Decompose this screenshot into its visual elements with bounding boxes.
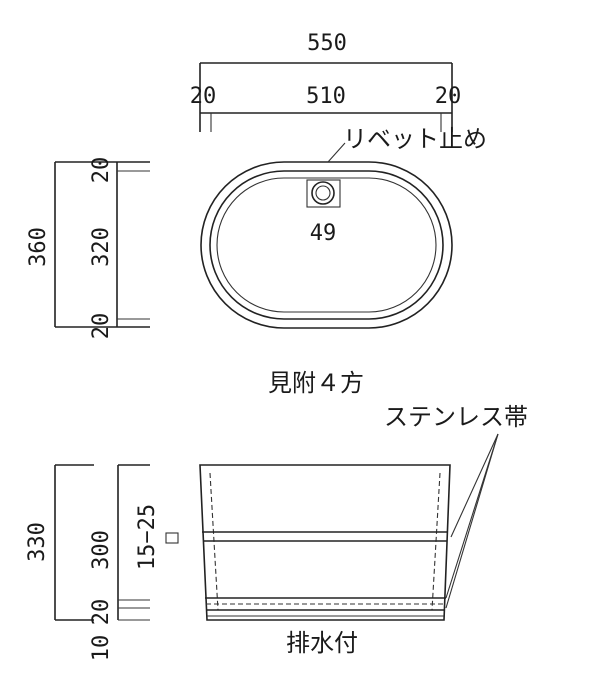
drain-label: 排水付	[286, 629, 358, 657]
dim-right-wall: 20	[435, 84, 462, 109]
dim-left-wall: 20	[190, 84, 217, 109]
left-dimension-group-plan: 360 20 320 20	[26, 157, 150, 340]
tub-outline	[199, 464, 451, 621]
band-leader-lower	[445, 433, 499, 609]
left-dimension-group-side: 330 300 20 10 15−25	[25, 464, 179, 662]
dim-inner-depth: 320	[89, 227, 114, 267]
plan-view: 49 リベット止め	[200, 125, 487, 329]
dim-depth-bottom-wall: 20	[89, 313, 114, 340]
dim-total-depth: 360	[26, 227, 51, 267]
drain-hole-inner-icon	[315, 185, 331, 201]
dim-total-height: 330	[25, 522, 50, 562]
dim-band-range: 15−25	[135, 504, 160, 570]
dim-body-height: 300	[89, 530, 114, 570]
oval-inner-wall	[216, 177, 437, 313]
oval-outer-rim	[200, 161, 453, 329]
dim-inner-width: 510	[306, 84, 346, 109]
dim-base-lower: 10	[89, 635, 114, 662]
drain-hole-frame	[306, 179, 341, 208]
band-leader-upper	[450, 433, 499, 538]
band-label: ステンレス帯	[384, 403, 528, 431]
oval-inner-rim	[209, 170, 444, 320]
rivet-label: リベット止め	[343, 125, 487, 153]
side-view	[199, 464, 451, 621]
band-range-marker	[165, 532, 179, 544]
view-note: 見附４方	[268, 369, 364, 397]
dim-depth-top-wall: 20	[89, 157, 114, 184]
drain-hole-outer-icon	[311, 181, 335, 205]
rivet-leader-line	[327, 142, 346, 163]
dim-overall-width: 550	[307, 31, 347, 56]
top-dimension-group: 550 20 510 20	[190, 31, 462, 132]
drain-hole-diameter: 49	[310, 221, 337, 246]
dim-base-height: 20	[89, 599, 114, 626]
